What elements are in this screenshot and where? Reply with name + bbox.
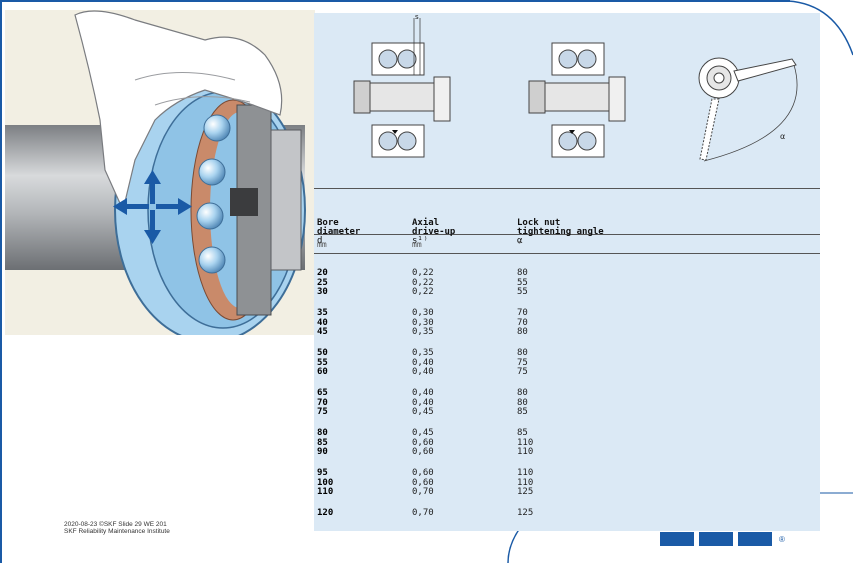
- cell-bore-diameter: 20: [317, 268, 328, 278]
- cell-tightening-angle: 75: [517, 357, 528, 368]
- cell-tightening-angle: 80: [517, 388, 528, 398]
- cell-bore-diameter: 90: [317, 447, 328, 458]
- cell-bore-diameter: 85: [317, 437, 328, 448]
- bearing-section-diagrams: s α: [353, 13, 798, 162]
- slide-footer: 2020-08-23 ©SKF Slide 29 WE 201 SKF Reli…: [64, 521, 170, 535]
- cell-tightening-angle: 110: [517, 437, 534, 448]
- bearing-mounting-illustration: [5, 10, 315, 335]
- cell-tightening-angle: 85: [517, 428, 528, 438]
- s-dimension-label: s: [415, 13, 419, 21]
- cell-bore-diameter: 70: [317, 397, 328, 408]
- alpha-angle-label: α: [780, 132, 785, 141]
- cell-axial-drive-up: 0,60: [412, 468, 434, 478]
- cell-axial-drive-up: 0,70: [412, 487, 434, 498]
- cell-bore-diameter: 35: [317, 308, 328, 318]
- cell-bore-diameter: 40: [317, 317, 328, 328]
- cell-bore-diameter: 100: [317, 477, 334, 488]
- cell-axial-drive-up: 0,60: [412, 447, 434, 458]
- cell-axial-drive-up: 0,40: [412, 357, 434, 368]
- cell-bore-diameter: 95: [317, 468, 328, 478]
- cell-bore-diameter: 55: [317, 357, 328, 368]
- cell-tightening-angle: 110: [517, 468, 534, 478]
- cell-axial-drive-up: 0,30: [412, 317, 434, 328]
- bearing-diagram-before-driveup: [353, 18, 451, 158]
- slide-top-border: [0, 0, 790, 2]
- cell-tightening-angle: 70: [517, 308, 528, 318]
- arrow-up-icon: [144, 170, 161, 204]
- table-top-rule: [314, 188, 820, 189]
- cell-bore-diameter: 30: [317, 287, 328, 298]
- footer-line-1: 2020-08-23 ©SKF Slide 29 WE 201: [64, 521, 167, 528]
- locknut-spanner-diagram: [698, 57, 798, 162]
- registered-mark: ®: [779, 535, 785, 544]
- cell-bore-diameter: 45: [317, 327, 328, 338]
- cell-tightening-angle: 70: [517, 317, 528, 328]
- cell-axial-drive-up: 0,60: [412, 477, 434, 488]
- cell-tightening-angle: 55: [517, 287, 528, 298]
- unit-angle: °: [517, 240, 522, 249]
- cell-bore-diameter: 50: [317, 348, 328, 358]
- cell-axial-drive-up: 0,40: [412, 397, 434, 408]
- cell-bore-diameter: 75: [317, 407, 328, 418]
- cell-axial-drive-up: 0,22: [412, 277, 434, 288]
- cell-axial-drive-up: 0,22: [412, 287, 434, 298]
- cell-tightening-angle: 55: [517, 277, 528, 288]
- cell-bore-diameter: 60: [317, 367, 328, 378]
- skf-logo: [660, 532, 772, 546]
- cell-axial-drive-up: 0,35: [412, 327, 434, 338]
- unit-bore: mm: [317, 240, 327, 249]
- arrow-left-icon: [113, 198, 149, 215]
- cell-tightening-angle: 125: [517, 508, 534, 518]
- cell-axial-drive-up: 0,30: [412, 308, 434, 318]
- table-unit-rule: [314, 253, 820, 254]
- cell-bore-diameter: 65: [317, 388, 328, 398]
- cell-tightening-angle: 80: [517, 397, 528, 408]
- cell-bore-diameter: 80: [317, 428, 328, 438]
- cell-axial-drive-up: 0,40: [412, 388, 434, 398]
- slide-left-border: [0, 0, 2, 563]
- cell-tightening-angle: 125: [517, 487, 534, 498]
- cell-axial-drive-up: 0,60: [412, 437, 434, 448]
- cell-tightening-angle: 85: [517, 407, 528, 418]
- cell-tightening-angle: 80: [517, 348, 528, 358]
- cell-axial-drive-up: 0,45: [412, 428, 434, 438]
- cell-bore-diameter: 120: [317, 508, 334, 518]
- table-header-rule: [314, 234, 820, 235]
- cell-axial-drive-up: 0,45: [412, 407, 434, 418]
- cell-axial-drive-up: 0,40: [412, 367, 434, 378]
- cell-tightening-angle: 80: [517, 327, 528, 338]
- cell-axial-drive-up: 0,35: [412, 348, 434, 358]
- bearing-diagram-after-driveup: [528, 42, 626, 158]
- cell-axial-drive-up: 0,22: [412, 268, 434, 278]
- footer-line-2: SKF Reliability Maintenance Institute: [64, 528, 170, 535]
- cell-bore-diameter: 25: [317, 277, 328, 288]
- arrow-down-icon: [144, 210, 161, 244]
- cell-bore-diameter: 110: [317, 487, 334, 498]
- arrow-right-icon: [156, 198, 192, 215]
- unit-driveup: mm: [412, 240, 422, 249]
- cell-axial-drive-up: 0,70: [412, 508, 434, 518]
- cell-tightening-angle: 80: [517, 268, 528, 278]
- cell-tightening-angle: 110: [517, 477, 534, 488]
- cell-tightening-angle: 110: [517, 447, 534, 458]
- cell-tightening-angle: 75: [517, 367, 528, 378]
